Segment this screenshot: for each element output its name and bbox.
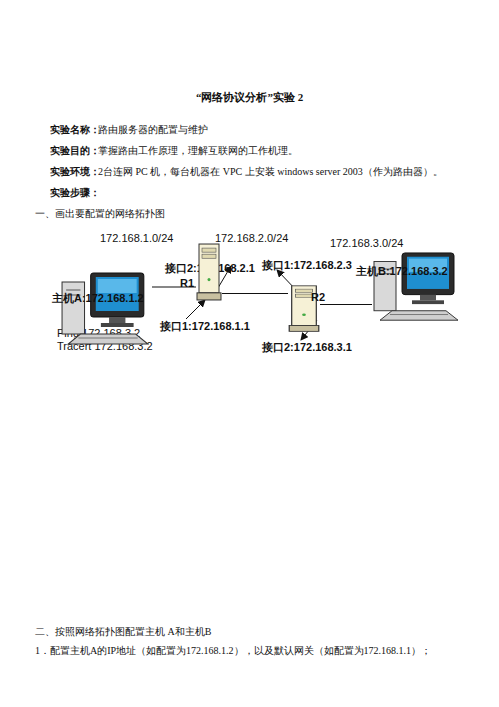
text-label: 二、按照网络拓扑图配置主机 A和主机B <box>35 626 211 638</box>
text-label: 接口1:172.168.2.3 <box>262 259 352 272</box>
computer-icon <box>60 272 152 348</box>
text-label: 一、画出要配置的网络拓扑图 <box>35 208 165 220</box>
doc-title: “网络协议分析”实验 2 <box>0 90 499 105</box>
node-label: 主机B:172.168.3.2 <box>356 265 448 278</box>
text-label: 接口2:172.168.3.1 <box>262 341 352 354</box>
text-label: 172.168.1.0/24 <box>100 232 173 245</box>
text-label: 172.168.3.0/24 <box>330 237 403 250</box>
text-label: 接口1:172.168.1.1 <box>160 320 250 333</box>
text-label: 1．配置主机A的IP地址（如配置为172.168.1.2），以及默认网关（如配置… <box>35 645 431 657</box>
text-label: 掌握路由工作原理，理解互联网的工作机理。 <box>98 145 298 157</box>
text-label: 172.168.2.0/24 <box>215 232 288 245</box>
router-icon <box>196 243 222 302</box>
text-label: 路由服务器的配置与维护 <box>98 124 208 136</box>
leader-arrow <box>186 300 205 319</box>
router-node: R2 <box>288 285 320 333</box>
text-label: 2台连网 PC 机，每台机器在 VPC 上安装 windows server 2… <box>98 166 443 178</box>
node-label: 主机A:172.168.1.2 <box>52 292 144 305</box>
host-node: 主机B:172.168.3.2 <box>372 252 462 324</box>
text-label: 实验步骤： <box>50 187 100 199</box>
host-node: 主机A:172.168.1.2 <box>60 272 152 348</box>
text-label: 实验目的： <box>50 145 100 157</box>
node-label: R2 <box>311 291 325 304</box>
text-label: 实验环境： <box>50 166 100 178</box>
text-label: 实验名称： <box>50 124 100 136</box>
computer-icon <box>372 252 462 324</box>
router-node: R1 <box>196 243 222 302</box>
node-label: R1 <box>180 277 194 290</box>
network-link <box>320 304 372 305</box>
network-link <box>222 293 288 294</box>
